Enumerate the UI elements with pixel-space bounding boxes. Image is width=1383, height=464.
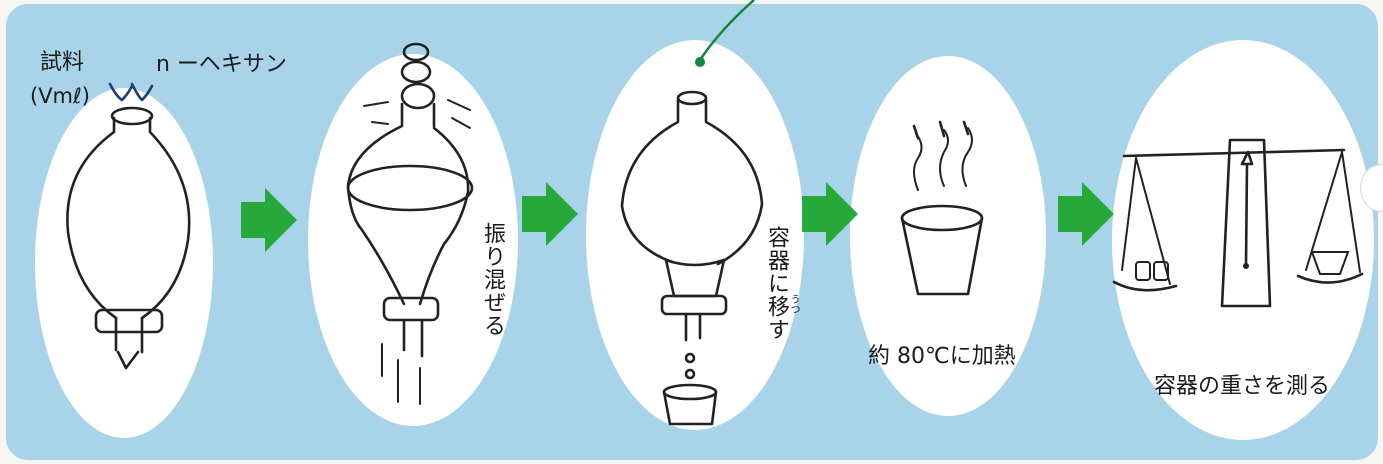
step-3-label: 容器に移す [764, 226, 789, 341]
heated-beaker-icon [900, 120, 984, 296]
funnel-draining-icon [620, 90, 764, 426]
separatory-funnel-icon [66, 106, 191, 370]
solvent-label: n ーヘキサン [156, 52, 287, 77]
pour-arrows-icon [108, 82, 154, 102]
step-3-ruby: うつ [788, 294, 799, 314]
flow-arrow-icon [522, 182, 578, 246]
step-2-oval [308, 54, 518, 426]
shaking-funnel-icon [346, 42, 474, 405]
sample-label: 試料 [40, 50, 85, 75]
step-2-label: 振り混ぜる [480, 222, 505, 337]
balance-scale-icon [1112, 138, 1364, 308]
sample-volume-label: (Vmℓ) [30, 84, 90, 108]
flow-arrow-icon [802, 182, 858, 246]
step-5-oval [1112, 40, 1374, 440]
step-5-label: 容器の重さを測る [1154, 374, 1331, 399]
flow-arrow-icon [1058, 182, 1114, 246]
step-4-oval [850, 56, 1046, 416]
callout-pointer-icon [695, 0, 755, 67]
step-4-label: 約 80℃に加熱 [868, 344, 1016, 369]
process-panel: 試料 (Vmℓ) n ーヘキサン 振り混ぜる 容器に移す うつ 約 80℃に加熱… [6, 4, 1383, 460]
flow-arrow-icon [241, 188, 297, 252]
